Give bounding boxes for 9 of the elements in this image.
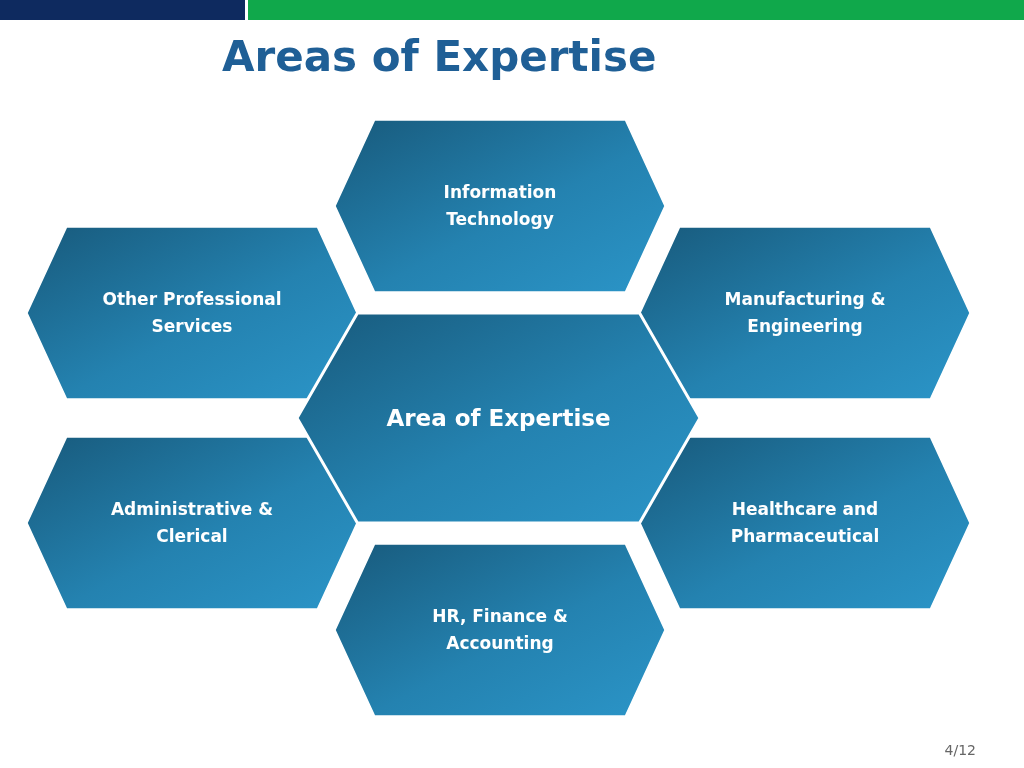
title: Areas of Expertise xyxy=(222,32,657,81)
hexagon-label: Healthcare and Pharmaceutical xyxy=(729,497,881,548)
hexagon-label: Area of Expertise xyxy=(386,403,611,433)
hexagon-label: HR, Finance & Accounting xyxy=(431,604,569,655)
hexagon-label: Administrative & Clerical xyxy=(109,497,275,548)
hexagon-label: Manufacturing & Engineering xyxy=(723,287,887,338)
hexagon-label: Information Technology xyxy=(442,180,558,231)
page-number: 4/12 xyxy=(944,742,976,758)
hexagon-label: Other Professional Services xyxy=(101,287,283,338)
